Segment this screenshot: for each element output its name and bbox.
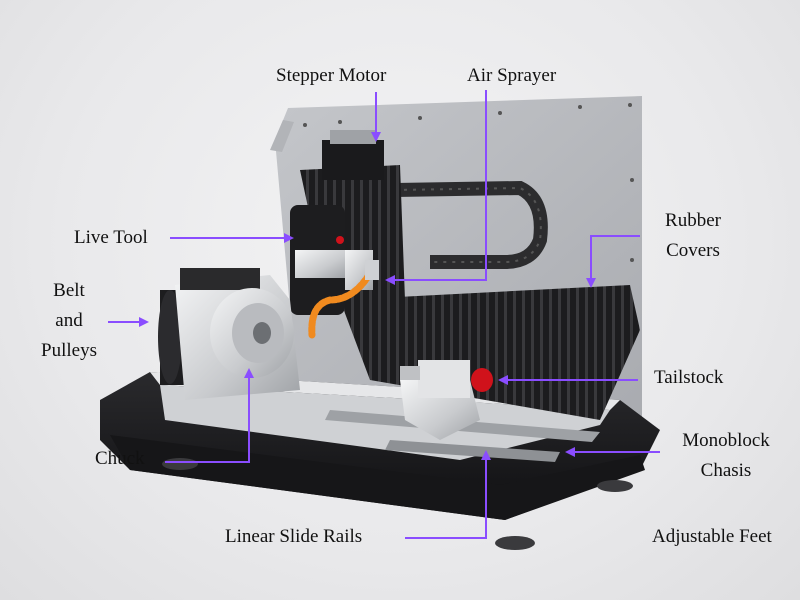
annotation-arrows	[108, 90, 660, 539]
label-adjustable-feet: Adjustable Feet	[652, 526, 772, 547]
label-tailstock: Tailstock	[654, 367, 724, 388]
panel-holes	[303, 103, 634, 262]
label-linear-slide-rails: Linear Slide Rails	[225, 526, 363, 547]
air-sprayer	[308, 260, 379, 339]
live-tool	[290, 205, 373, 315]
label-belt-pulleys: Belt and Pulleys	[41, 280, 97, 361]
label-chuck: Chuck	[95, 448, 145, 469]
tailstock	[400, 360, 493, 440]
arrow-rubber-covers	[586, 235, 640, 288]
arrow-linear-rails	[405, 450, 491, 539]
label-monoblock-chasis: Monoblock Chasis	[682, 430, 770, 481]
label-live-tool: Live Tool	[74, 227, 148, 248]
cable-chain	[394, 180, 548, 269]
label-stepper-motor: Stepper Motor	[276, 65, 387, 86]
arrow-chuck	[165, 368, 254, 463]
label-rubber-covers: Rubber Covers	[665, 210, 721, 261]
stepper-motor	[322, 130, 384, 180]
arrow-air-sprayer	[385, 90, 487, 285]
label-air-sprayer: Air Sprayer	[467, 65, 557, 86]
chuck	[210, 288, 294, 378]
